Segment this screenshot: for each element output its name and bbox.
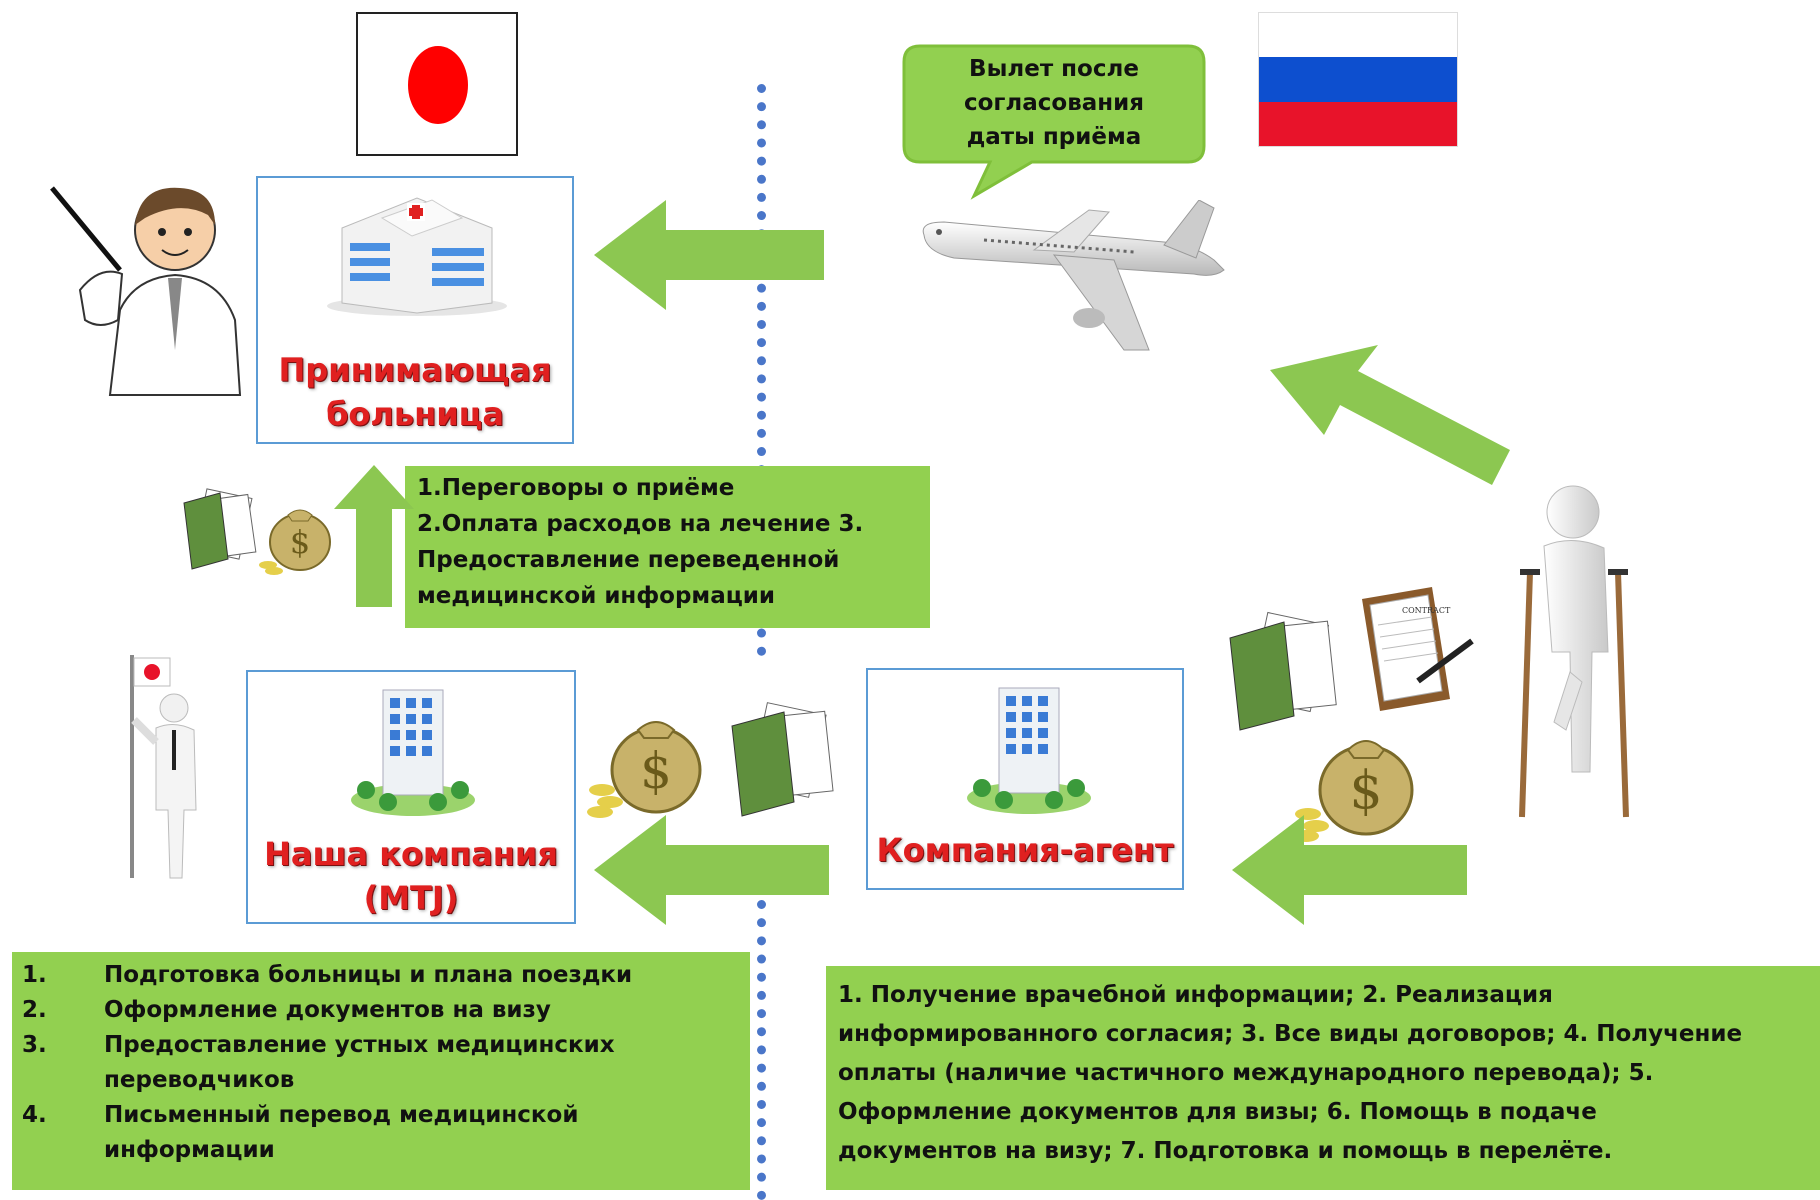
- arrow-to-hospital-up: [334, 465, 414, 607]
- svg-text:$: $: [640, 742, 672, 800]
- arrow-to-hospital: [594, 200, 824, 310]
- doctor-icon: [50, 186, 242, 396]
- agent-title: Компания-агент: [876, 831, 1174, 869]
- money-bag-icon: $: [587, 721, 702, 818]
- contract-pen-icon: CONTRACT: [1362, 587, 1474, 711]
- patient-crutches-icon: [1519, 485, 1629, 818]
- list-item: 2. Оформление документов на визу: [22, 997, 551, 1023]
- hospital-card: Принимающая больница: [256, 176, 574, 444]
- hospital-services-box: 1.Переговоры о приёме 2.Оплата расходов …: [405, 466, 930, 628]
- svg-text:$: $: [1349, 761, 1382, 821]
- list-item: 1. Подготовка больницы и плана поездки: [22, 962, 633, 988]
- airplane-icon: [922, 200, 1225, 351]
- money-bag-icon: $: [1293, 740, 1414, 842]
- documents-icon: [1229, 611, 1337, 731]
- svg-text:$: $: [290, 523, 310, 561]
- our-company-card: Наша компания (MTJ): [246, 670, 576, 924]
- border-divider-lower: [757, 900, 766, 1200]
- departure-callout: Вылет после согласования даты приёма: [902, 44, 1206, 200]
- border-divider: [757, 84, 766, 656]
- hospital-building-icon: [327, 197, 507, 316]
- documents-icon: [731, 702, 834, 817]
- office-building-icon: [351, 689, 475, 816]
- arrow-to-our-company: [594, 815, 829, 925]
- our-company-title: Наша компания (MTJ): [264, 835, 558, 917]
- documents-icon: [183, 488, 257, 570]
- list-item: 4. Письменный перевод медицинской информ…: [22, 1102, 579, 1163]
- arrow-to-agent: [1232, 815, 1467, 925]
- hospital-title: Принимающая больница: [278, 351, 552, 433]
- russia-flag-icon: [1258, 12, 1458, 147]
- agent-company-card: Компания-агент: [866, 668, 1184, 890]
- our-company-services: 1. Подготовка больницы и плана поездки 2…: [12, 952, 750, 1190]
- arrow-to-plane: [1270, 345, 1510, 485]
- svg-text:CONTRACT: CONTRACT: [1402, 606, 1451, 615]
- office-building-icon: [967, 687, 1091, 814]
- businessman-flag-icon: [130, 655, 197, 879]
- list-item: 3. Предоставление устных медицинских пер…: [22, 1032, 615, 1093]
- japan-flag-icon: [356, 12, 518, 156]
- money-bag-icon: $: [259, 509, 331, 575]
- agent-services: 1. Получение врачебной информации; 2. Ре…: [826, 966, 1820, 1190]
